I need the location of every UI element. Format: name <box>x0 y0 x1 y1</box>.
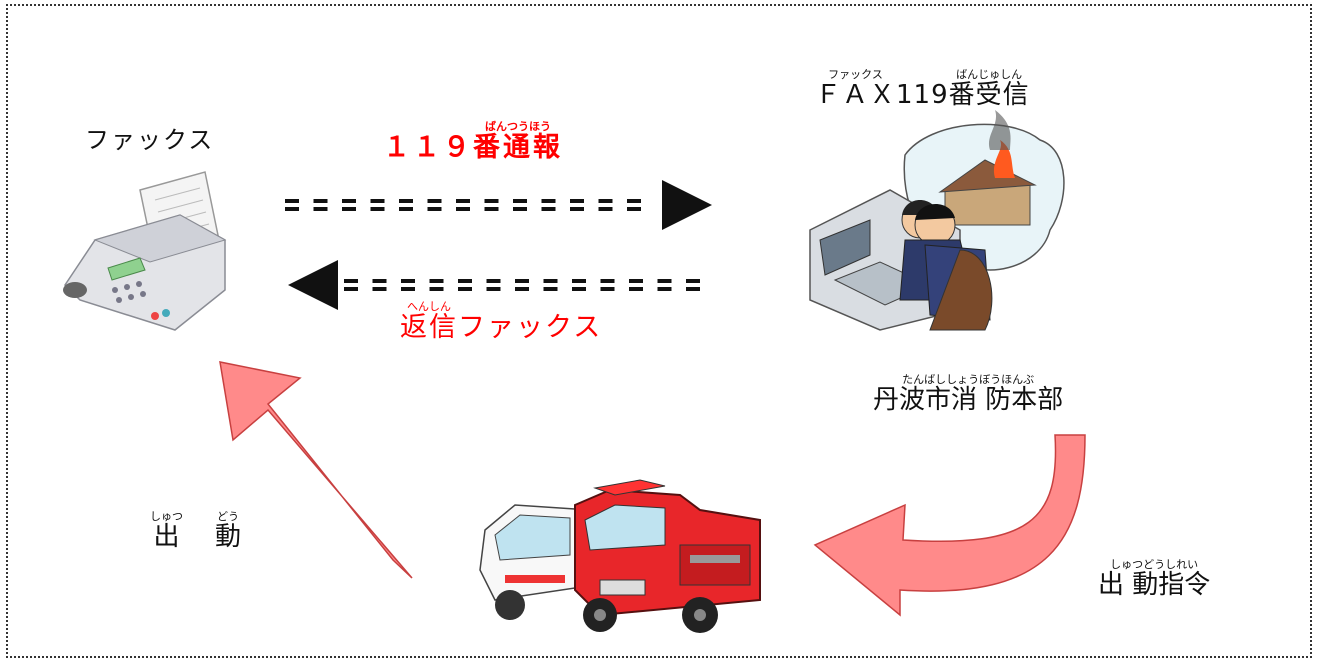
dash-segment <box>486 287 501 291</box>
reply-ruby: 返信へんしん <box>400 300 458 343</box>
dispatch-label: 出しゅつ 動どう <box>150 510 241 553</box>
fire-trucks-illustration <box>479 479 761 633</box>
dispatch-order-arrow <box>813 434 1086 617</box>
dash-segment <box>285 199 299 203</box>
dispatch-order-label: 出 動指令しゅつどうしれい <box>1098 558 1210 601</box>
arrow-head <box>288 260 338 310</box>
dash-segment <box>543 279 558 283</box>
dash-segment <box>342 207 356 211</box>
dash-segment <box>657 279 672 283</box>
dash-segment <box>629 287 643 291</box>
hq-ruby: 丹波市消 防本部たんばししょうぼうほんぶ <box>873 373 1064 415</box>
dash-segment <box>598 199 613 203</box>
dash-segment <box>572 279 586 283</box>
dash-segment <box>541 207 556 211</box>
dash-segment <box>342 199 356 203</box>
dash-segment <box>543 287 558 291</box>
dash-segment <box>657 287 672 291</box>
dash-segment <box>627 199 641 203</box>
dash-segment <box>370 207 385 211</box>
dash-segment <box>372 279 387 283</box>
dash-segment <box>515 279 529 283</box>
dash-segment <box>344 279 358 283</box>
dash-segment <box>598 207 613 211</box>
dash-segment <box>344 287 358 291</box>
dash-segment <box>429 279 444 283</box>
dash-segment <box>370 199 385 203</box>
report-prefix: １１９ <box>383 132 473 163</box>
hq-label: 丹波市消 防本部たんばししょうぼうほんぶ <box>873 373 1063 416</box>
dash-segment <box>486 279 501 283</box>
dash-segment <box>629 279 643 283</box>
dash-segment <box>513 207 527 211</box>
dash-segment <box>399 199 413 203</box>
dash-segment <box>570 207 584 211</box>
reply-suffix: ファックス <box>458 312 603 343</box>
dash-segment <box>372 287 387 291</box>
reply-arrow <box>288 260 700 310</box>
dash-segment <box>600 279 615 283</box>
dash-segment <box>313 207 328 211</box>
dash-segment <box>456 207 470 211</box>
fax119-label: ＦＡＸファックス119番受信ばんじゅしん <box>815 68 1030 111</box>
dash-segment <box>600 287 615 291</box>
dispatch-ruby-2: 動どう <box>214 510 241 552</box>
dash-segment <box>570 199 584 203</box>
dash-segment <box>686 279 700 283</box>
dash-segment <box>458 279 472 283</box>
reply-label: 返信へんしんファックス <box>400 300 602 344</box>
dash-segment <box>515 287 529 291</box>
fax119-fax-ruby: ＦＡＸファックス <box>815 68 897 110</box>
dash-segment <box>458 287 472 291</box>
dash-segment <box>541 199 556 203</box>
dash-segment <box>572 287 586 291</box>
dash-segment <box>399 207 413 211</box>
dash-segment <box>513 199 527 203</box>
report-arrow <box>285 180 712 230</box>
dash-segment <box>313 199 328 203</box>
dash-segment <box>427 199 442 203</box>
dash-segment <box>627 207 641 211</box>
report-label: １１９番通報ばんつうほう <box>383 120 563 164</box>
dispatch-order-ruby: 出 動指令しゅつどうしれい <box>1098 558 1211 600</box>
dash-segment <box>401 279 415 283</box>
dash-segment <box>456 199 470 203</box>
fax119-ruby: 番受信ばんじゅしん <box>948 68 1030 110</box>
dash-segment <box>285 207 299 211</box>
dispatch-ruby-1: 出しゅつ <box>150 510 183 552</box>
diagram-border <box>6 4 1312 658</box>
dash-segment <box>429 287 444 291</box>
fax-machine-illustration <box>63 171 227 331</box>
dash-segment <box>484 199 499 203</box>
report-ruby: 番通報ばんつうほう <box>473 120 563 163</box>
dash-segment <box>484 207 499 211</box>
dispatch-arrow <box>219 361 413 579</box>
dispatch-center-illustration <box>809 110 1065 331</box>
arrow-head <box>662 180 712 230</box>
fax119-number: 119 <box>896 80 949 110</box>
dash-segment <box>427 207 442 211</box>
fax-label: ファックス <box>85 126 215 154</box>
dash-segment <box>686 287 700 291</box>
dash-segment <box>401 287 415 291</box>
